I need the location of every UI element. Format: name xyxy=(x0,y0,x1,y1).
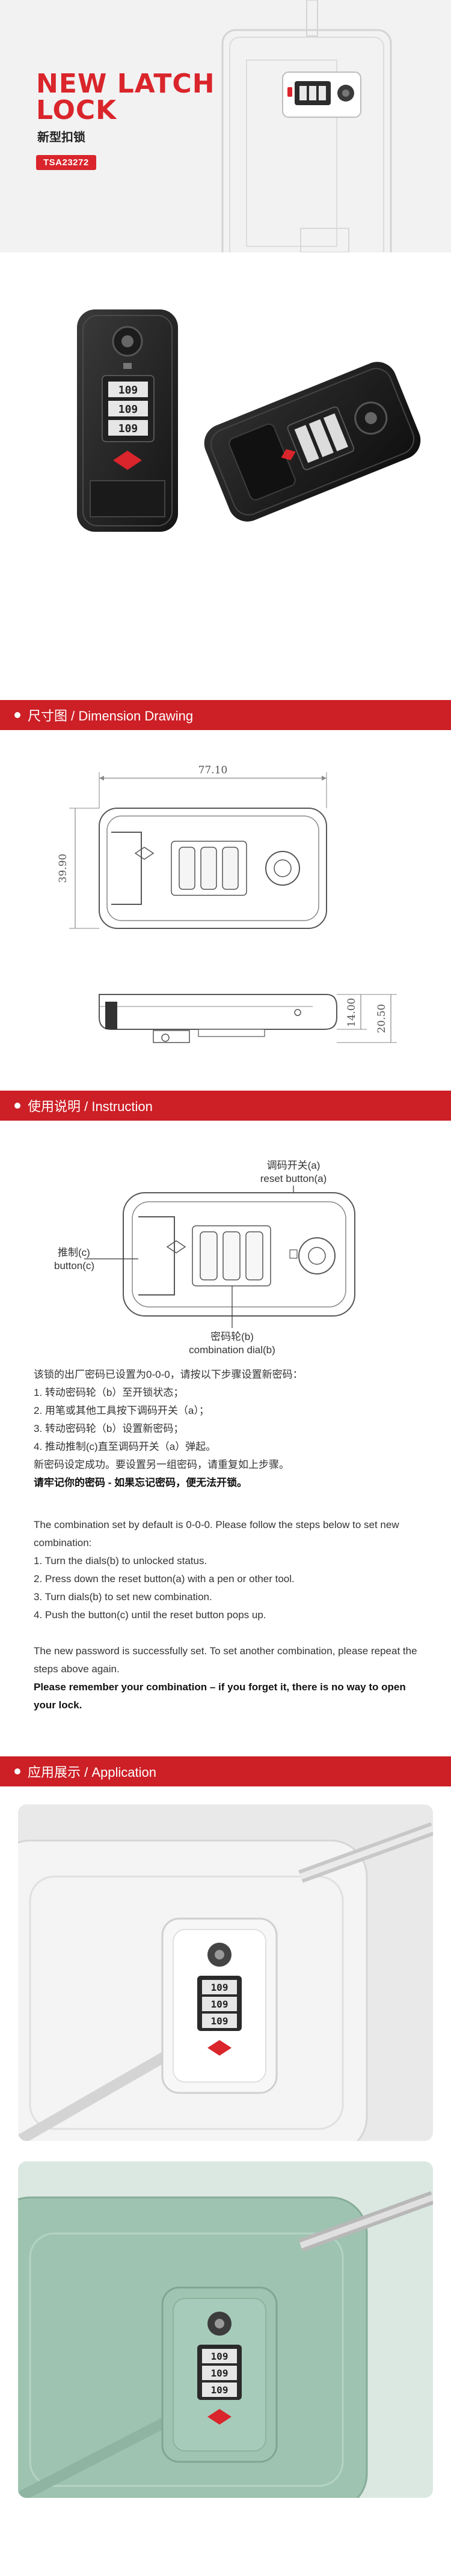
white-suitcase-illustration: 109 109 109 xyxy=(18,1822,433,2141)
application-photo-green: 109 109 109 xyxy=(18,2161,433,2498)
section-bullet-icon xyxy=(14,712,20,718)
app2-dial-row-3: 109 xyxy=(211,2384,229,2396)
label-push-button-cn: 推制(c) xyxy=(58,1247,90,1258)
lock-parts-diagram: 调码开关(a) reset button(a) 推制(c) button(c) … xyxy=(54,1160,355,1356)
instruction-diagram: 调码开关(a) reset button(a) 推制(c) button(c) … xyxy=(0,1121,451,1361)
cn-done: 新密码设定成功。要设置另一组密码，请重复如上步骤。 xyxy=(34,1459,289,1470)
dial-row-3: 109 xyxy=(118,422,138,435)
hero-title: NEW LATCH LOCK xyxy=(36,71,215,124)
instruction-text: 该锁的出厂密码已设置为0-0-0，请按以下步骤设置新密码： 1. 转动密码轮（b… xyxy=(0,1361,451,1756)
app1-dial-row-2: 109 xyxy=(211,1999,229,2010)
instruction-cn: 该锁的出厂密码已设置为0-0-0，请按以下步骤设置新密码： 1. 转动密码轮（b… xyxy=(34,1361,417,1492)
suitcase-outline-illustration xyxy=(221,0,392,252)
dim-depth-a-label: 14.00 xyxy=(346,998,358,1028)
dim-height-label: 39.90 xyxy=(57,854,69,883)
dial-row-2: 109 xyxy=(118,403,138,416)
en-step-1: 1. Turn the dials(b) to unlocked status. xyxy=(34,1555,207,1567)
application-photo-white: 109 109 109 xyxy=(18,1804,433,2141)
green-suitcase-illustration: 109 109 109 xyxy=(18,2191,433,2498)
en-done: The new password is successfully set. To… xyxy=(34,1645,417,1675)
model-badge: TSA23272 xyxy=(36,155,96,170)
label-dial-en: combination dial(b) xyxy=(189,1344,275,1356)
app2-dial-row-2: 109 xyxy=(211,2367,229,2379)
lock-render-illustration: 109 109 109 xyxy=(77,309,421,532)
section-header-application: 应用展示 / Application xyxy=(0,1756,451,1786)
product-render: 109 109 109 xyxy=(0,252,451,700)
section-title-dimension: 尺寸图 / Dimension Drawing xyxy=(28,708,194,723)
instruction-en: The combination set by default is 0-0-0.… xyxy=(34,1492,417,1714)
hero-title-line1: NEW LATCH xyxy=(36,69,215,99)
app1-dial-row-1: 109 xyxy=(211,1982,229,1993)
cn-intro: 该锁的出厂密码已设置为0-0-0，请按以下步骤设置新密码： xyxy=(34,1369,303,1380)
dimension-drawing: 77.10 39.90 xyxy=(0,730,451,1091)
cn-step-4: 4. 推动推制(c)直至调码开关（a）弹起。 xyxy=(34,1441,216,1452)
section-bullet-icon xyxy=(14,1103,20,1109)
dial-row-1: 109 xyxy=(118,384,138,397)
app1-dial-row-3: 109 xyxy=(211,2015,229,2027)
cn-step-3: 3. 转动密码轮（b）设置新密码； xyxy=(34,1423,184,1434)
en-warning: Please remember your combination – if yo… xyxy=(34,1681,406,1711)
hero-title-line2: LOCK xyxy=(36,95,117,126)
application-gallery: 109 109 109 109 10 xyxy=(0,1786,451,2530)
en-step-3: 3. Turn dials(b) to set new combination. xyxy=(34,1591,212,1603)
dim-width-label: 77.10 xyxy=(198,764,228,776)
section-bullet-icon xyxy=(14,1768,20,1774)
section-header-dimension: 尺寸图 / Dimension Drawing xyxy=(0,700,451,730)
dim-depth-b-label: 20.50 xyxy=(376,1004,388,1034)
label-reset-button-cn: 调码开关(a) xyxy=(267,1160,321,1171)
cn-warning: 请牢记你的密码 - 如果忘记密码，便无法开锁。 xyxy=(34,1477,248,1488)
app2-dial-row-1: 109 xyxy=(211,2351,229,2362)
section-header-instruction: 使用说明 / Instruction xyxy=(0,1091,451,1121)
dimension-drawing-illustration: 77.10 39.90 xyxy=(57,764,397,1043)
label-dial-cn: 密码轮(b) xyxy=(210,1331,254,1342)
hero-banner: NEW LATCH LOCK 新型扣锁 TSA23272 xyxy=(0,0,451,252)
en-step-2: 2. Press down the reset button(a) with a… xyxy=(34,1573,295,1585)
hero-subtitle: 新型扣锁 xyxy=(37,131,85,144)
section-title-application: 应用展示 / Application xyxy=(28,1765,156,1780)
cn-step-2: 2. 用笔或其他工具按下调码开关（a）； xyxy=(34,1405,209,1416)
label-push-button-en: button(c) xyxy=(54,1260,94,1271)
en-intro: The combination set by default is 0-0-0.… xyxy=(34,1519,399,1548)
cn-step-1: 1. 转动密码轮（b）至开锁状态； xyxy=(34,1387,184,1398)
label-reset-button-en: reset button(a) xyxy=(260,1173,327,1184)
en-step-4: 4. Push the button(c) until the reset bu… xyxy=(34,1609,266,1621)
section-title-instruction: 使用说明 / Instruction xyxy=(28,1099,153,1114)
